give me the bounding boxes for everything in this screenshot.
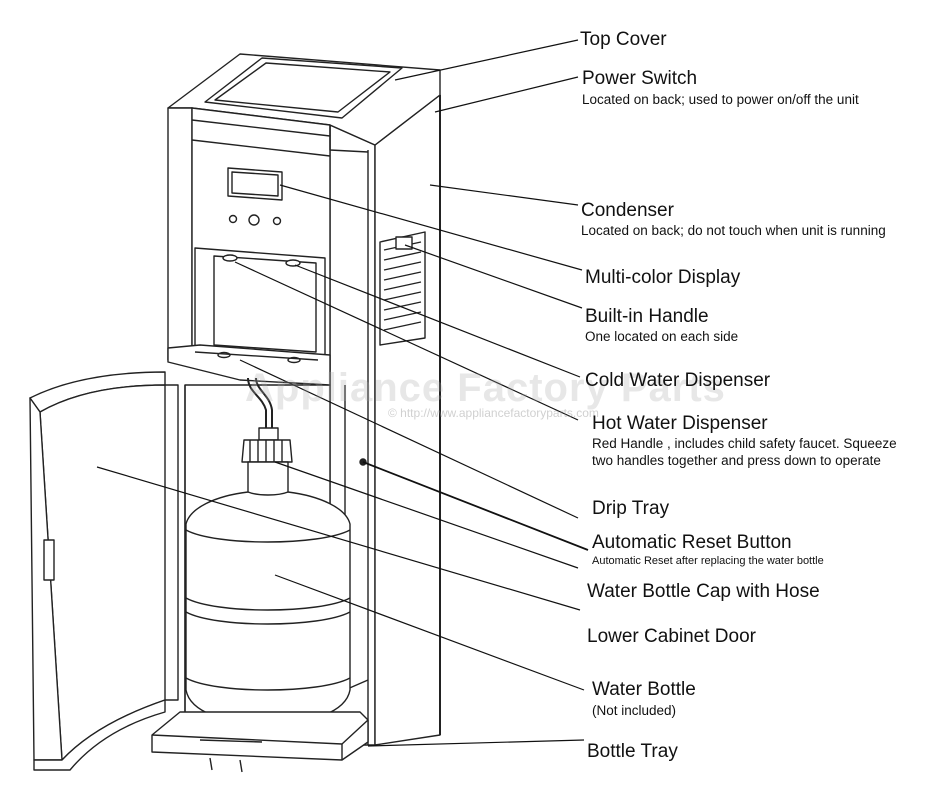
note-power-switch: Located on back; used to power on/off th…: [582, 92, 859, 107]
label-multi-color-display: Multi-color Display: [585, 267, 741, 288]
watermark-copyright: © http://www.appliancefactoryparts.com: [388, 406, 599, 420]
label-bottle-tray: Bottle Tray: [587, 741, 678, 762]
label-lower-cabinet-door: Lower Cabinet Door: [587, 626, 756, 647]
leader-drip-tray: [239, 359, 579, 519]
note-hot-water-dispenser-2: two handles together and press down to o…: [592, 453, 881, 468]
label-automatic-reset-button: Automatic Reset Button: [592, 532, 792, 553]
leader-bottle-tray: [367, 739, 585, 747]
watermark-brand: Appliance Factory Parts: [245, 366, 726, 410]
leader-power-switch: [434, 76, 579, 113]
label-condenser: Condenser: [581, 200, 674, 221]
leader-water-bottle: [274, 574, 585, 691]
note-hot-water-dispenser-1: Red Handle , includes child safety fauce…: [592, 436, 897, 451]
note-automatic-reset-button: Automatic Reset after replacing the wate…: [592, 555, 824, 567]
leader-bottle-cap: [274, 461, 579, 569]
leader-cold-water: [294, 264, 581, 378]
water-bottle-shape: [185, 461, 351, 725]
label-hot-water-dispenser: Hot Water Dispenser: [592, 413, 768, 434]
label-water-bottle: Water Bottle: [592, 679, 696, 700]
leader-cabinet-door: [96, 466, 581, 611]
dispenser-recess: [194, 247, 326, 359]
label-cold-water-dispenser: Cold Water Dispenser: [585, 370, 771, 391]
label-built-in-handle: Built-in Handle: [585, 306, 709, 327]
note-condenser: Located on back; do not touch when unit …: [581, 223, 886, 238]
lower-cabinet-door-shape: [29, 371, 179, 771]
leader-condenser: [429, 184, 579, 206]
leader-built-in-handle: [404, 244, 583, 309]
drip-tray-shape: [167, 344, 331, 386]
top-cover-shape: [204, 57, 403, 119]
label-power-switch: Power Switch: [582, 68, 698, 89]
bottle-tray-shape: [151, 711, 369, 773]
label-water-bottle-cap: Water Bottle Cap with Hose: [587, 581, 820, 602]
vent-grille: [379, 231, 426, 346]
hose-and-cap: [241, 377, 293, 463]
leader-reset-button: [362, 461, 589, 551]
leader-lines: [96, 39, 589, 747]
leader-hot-water: [234, 261, 579, 421]
label-drip-tray: Drip Tray: [592, 498, 670, 519]
note-water-bottle: (Not included): [592, 703, 677, 718]
note-built-in-handle: One located on each side: [585, 329, 739, 344]
leader-top-cover: [394, 39, 579, 81]
label-top-cover: Top Cover: [580, 29, 667, 50]
leader-multi-color-display: [279, 184, 583, 271]
display-panel: [227, 167, 283, 226]
